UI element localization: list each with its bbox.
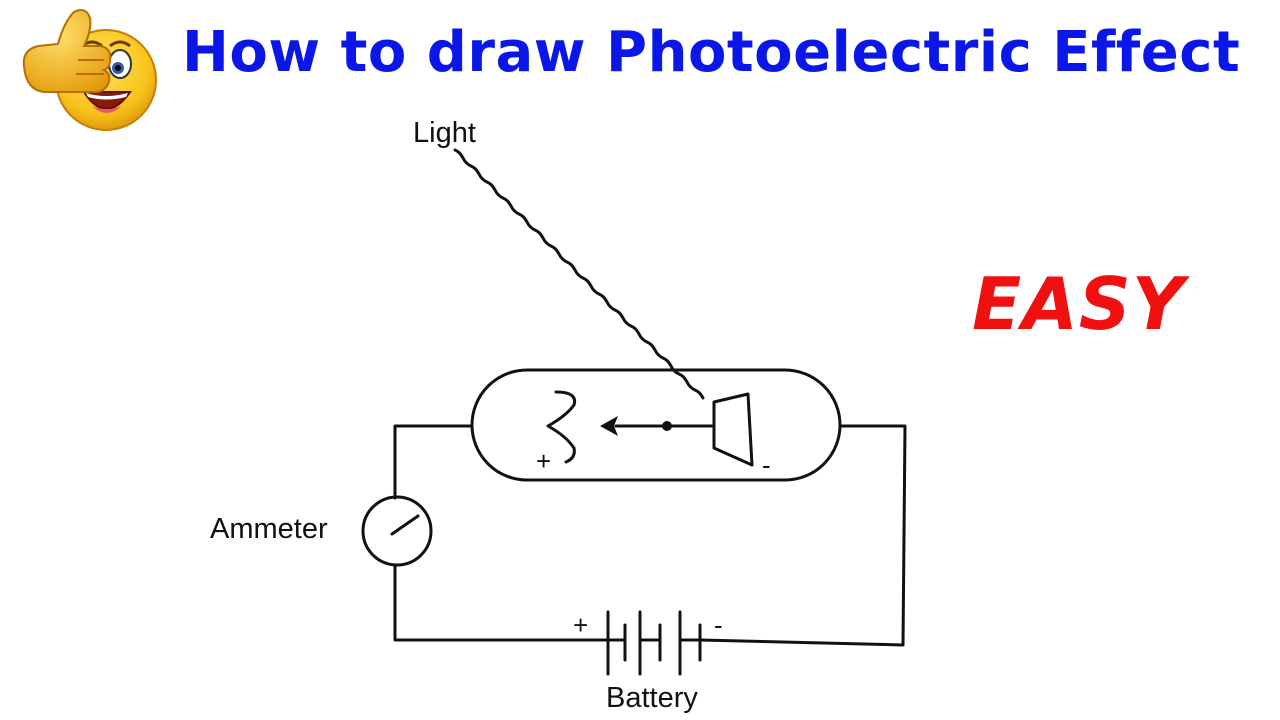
battery-minus-sign: -	[714, 610, 723, 640]
anode-plus-sign: +	[536, 446, 551, 476]
electron-dot	[662, 421, 672, 431]
cathode-plate	[712, 392, 754, 467]
battery-label: Battery	[606, 682, 698, 714]
anode-collector	[546, 390, 577, 464]
ammeter-label: Ammeter	[210, 513, 328, 545]
left-wire	[393, 424, 474, 500]
electron-arrow-head	[600, 416, 618, 436]
battery-plus-sign: +	[573, 610, 588, 640]
easy-badge: EASY	[972, 262, 1185, 346]
ammeter	[361, 495, 433, 567]
thumbs-up-smiley-icon	[22, 9, 157, 131]
light-label: Light	[413, 117, 476, 149]
page-title: How to draw Photoelectric Effect	[182, 20, 1241, 85]
left-lower-wire	[393, 564, 608, 642]
right-wire	[698, 424, 907, 647]
ammeter-needle	[390, 514, 420, 536]
light-ray	[453, 148, 705, 400]
cathode-minus-sign: -	[762, 450, 771, 480]
